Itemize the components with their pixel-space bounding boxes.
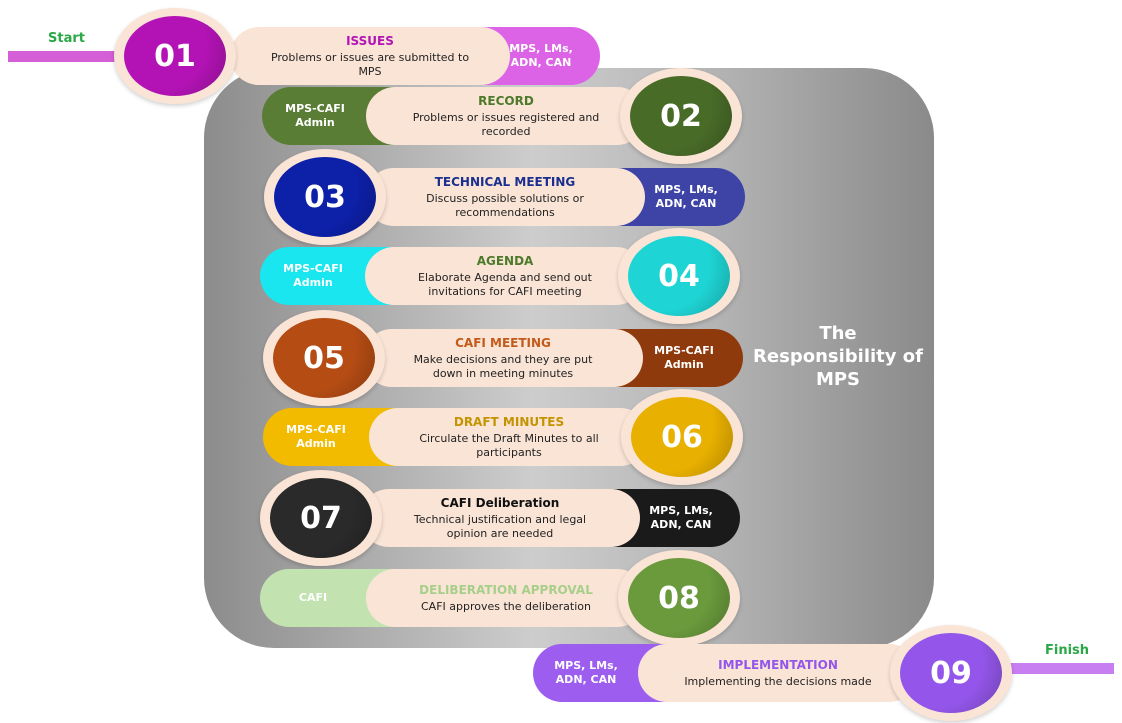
step-06-description: Circulate the Draft Minutes to all parti… bbox=[419, 432, 599, 459]
step-06-card: DRAFT MINUTES Circulate the Draft Minutes… bbox=[369, 408, 649, 466]
step-01-description: Problems or issues are submitted to MPS bbox=[270, 51, 470, 78]
step-04-card: AGENDA Elaborate Agenda and send out invi… bbox=[365, 247, 645, 305]
finish-bar bbox=[1000, 663, 1114, 674]
step-05-title: CAFI MEETING bbox=[455, 336, 551, 350]
step-08-responsible: CAFI bbox=[298, 591, 328, 604]
step-06-responsible: MPS-CAFI Admin bbox=[286, 423, 346, 450]
step-01-title: ISSUES bbox=[346, 34, 394, 48]
step-02-title: RECORD bbox=[478, 94, 534, 108]
step-03-number-badge: 03 bbox=[274, 157, 376, 237]
step-04-number-badge: 04 bbox=[628, 236, 730, 316]
step-04-responsible: MPS-CAFI Admin bbox=[283, 262, 343, 289]
step-03-card: TECHNICAL MEETING Discuss possible soluti… bbox=[365, 168, 645, 226]
step-07-description: Technical justification and legal opinio… bbox=[413, 513, 587, 540]
step-07-responsible: MPS, LMs, ADN, CAN bbox=[649, 504, 713, 531]
step-09-responsible: MPS, LMs, ADN, CAN bbox=[554, 659, 618, 686]
step-03: MPS, LMs, ADN, CAN TECHNICAL MEETING Discu… bbox=[0, 147, 1122, 247]
step-09-description: Implementing the decisions made bbox=[684, 675, 872, 688]
start-bar bbox=[8, 51, 120, 62]
step-04-title: AGENDA bbox=[476, 254, 534, 268]
step-09: MPS, LMs, ADN, CAN IMPLEMENTATION Implemen… bbox=[0, 623, 1122, 723]
step-04-description: Elaborate Agenda and send out invitation… bbox=[418, 271, 592, 298]
step-05-number-badge: 05 bbox=[273, 318, 375, 398]
step-05: MPS-CAFI Admin CAFI MEETING Make decisions… bbox=[0, 308, 1122, 408]
step-01-number-badge: 01 bbox=[124, 16, 226, 96]
step-02-description: Problems or issues registered and record… bbox=[412, 111, 600, 138]
step-08-card: DELIBERATION APPROVAL CAFI approves the d… bbox=[366, 569, 646, 627]
step-01-card: ISSUES Problems or issues are submitted t… bbox=[230, 27, 510, 85]
step-09-card: IMPLEMENTATION Implementing the decisions… bbox=[638, 644, 918, 702]
step-01-responsible: MPS, LMs, ADN, CAN bbox=[509, 42, 573, 69]
finish-label: Finish bbox=[1045, 643, 1090, 658]
step-03-description: Discuss possible solutions or recommenda… bbox=[426, 192, 584, 219]
step-02: MPS-CAFI Admin RECORD Problems or issues r… bbox=[0, 66, 1122, 166]
step-06: MPS-CAFI Admin DRAFT MINUTES Circulate the… bbox=[0, 387, 1122, 487]
step-08-number-badge: 08 bbox=[628, 558, 730, 638]
step-05-responsible: MPS-CAFI Admin bbox=[654, 344, 714, 371]
step-02-card: RECORD Problems or issues registered and … bbox=[366, 87, 646, 145]
step-08: CAFI DELIBERATION APPROVAL CAFI approves t… bbox=[0, 548, 1122, 648]
step-03-responsible: MPS, LMs, ADN, CAN bbox=[654, 183, 718, 210]
step-06-number-badge: 06 bbox=[631, 397, 733, 477]
step-05-description: Make decisions and they are put down in … bbox=[413, 353, 593, 380]
step-08-title: DELIBERATION APPROVAL bbox=[419, 583, 593, 597]
step-02-number-badge: 02 bbox=[630, 76, 732, 156]
step-01: MPS, LMs, ADN, CAN ISSUES Problems or issu… bbox=[0, 6, 1122, 106]
step-09-number-badge: 09 bbox=[900, 633, 1002, 713]
step-03-title: TECHNICAL MEETING bbox=[434, 175, 576, 189]
step-04: MPS-CAFI Admin AGENDA Elaborate Agenda and… bbox=[0, 226, 1122, 326]
step-07-number-badge: 07 bbox=[270, 478, 372, 558]
step-07-title: CAFI Deliberation bbox=[440, 496, 560, 510]
step-08-description: CAFI approves the deliberation bbox=[421, 600, 591, 613]
step-05-card: CAFI MEETING Make decisions and they are … bbox=[363, 329, 643, 387]
step-02-responsible: MPS-CAFI Admin bbox=[285, 102, 345, 129]
step-06-title: DRAFT MINUTES bbox=[453, 415, 565, 429]
start-label: Start bbox=[48, 31, 85, 46]
step-09-title: IMPLEMENTATION bbox=[718, 658, 838, 672]
panel-title: The Responsibility of MPS bbox=[753, 323, 923, 390]
